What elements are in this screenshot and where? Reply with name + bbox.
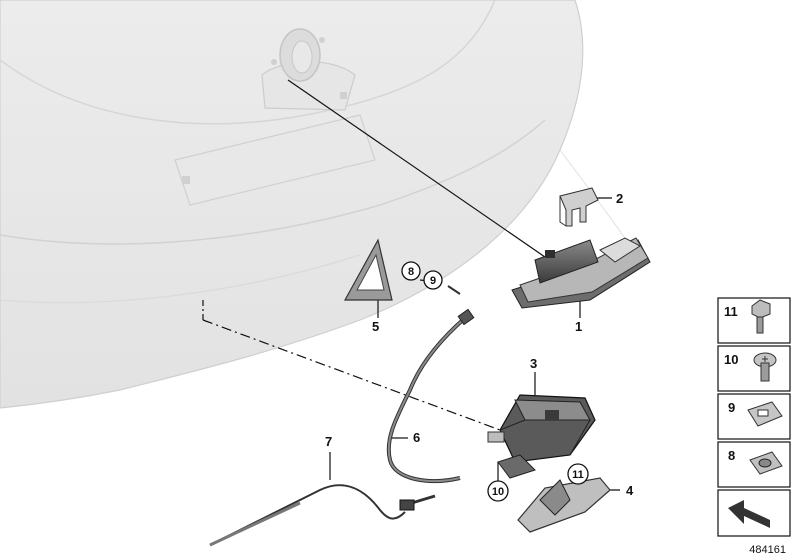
part-4-striker-plate xyxy=(517,477,611,533)
legend-label-9: 9 xyxy=(728,400,735,415)
circled-ref-11: 11 xyxy=(572,469,584,481)
circled-ref-8: 8 xyxy=(408,266,414,278)
hex-bolt-icon xyxy=(751,299,771,334)
legend-label-11: 11 xyxy=(724,304,738,319)
legend-label-8: 8 xyxy=(728,448,735,463)
part-7-bowden-cable xyxy=(209,484,406,547)
part-2-bracket xyxy=(559,187,599,227)
part-1-switch-housing xyxy=(511,237,651,309)
part-6-cable xyxy=(386,285,475,511)
circled-ref-9: 9 xyxy=(430,275,436,287)
grommet-icon xyxy=(749,451,783,475)
callout-6: 6 xyxy=(413,430,420,445)
callout-5: 5 xyxy=(372,319,379,334)
callout-labels: 2 1 3 4 5 6 7 xyxy=(325,191,634,498)
document-number: 484161 xyxy=(749,544,786,556)
tailgate-body xyxy=(0,0,641,409)
part-5-triangle-seal xyxy=(343,238,393,301)
callout-4: 4 xyxy=(626,483,634,498)
circled-refs: 8 9 10 11 xyxy=(401,261,589,502)
legend-box-10 xyxy=(717,345,791,392)
callout-2: 2 xyxy=(616,191,623,206)
legend-label-10: 10 xyxy=(724,352,738,367)
clip-icon xyxy=(747,401,783,427)
arrow-symbol-icon xyxy=(728,500,770,528)
callout-3: 3 xyxy=(530,356,537,371)
callout-1: 1 xyxy=(575,319,582,334)
part-3-latch xyxy=(487,394,596,479)
side-legend: 11 10 9 8 xyxy=(717,297,791,537)
torx-screw-icon xyxy=(753,352,777,382)
circled-ref-10: 10 xyxy=(492,486,504,498)
callout-7: 7 xyxy=(325,434,332,449)
